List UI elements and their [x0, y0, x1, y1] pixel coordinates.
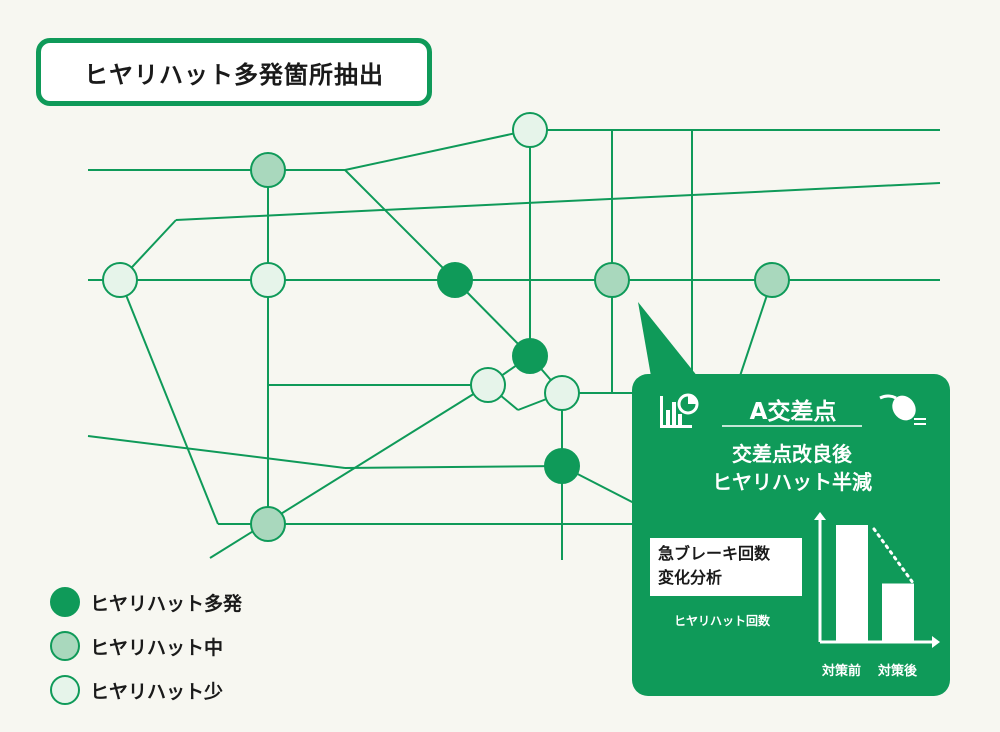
analysis-box: 急ブレーキ回数 変化分析	[650, 538, 802, 596]
chart-bar-0	[836, 525, 868, 642]
intersection-node-low	[544, 375, 580, 411]
chart-category-before: 対策前	[822, 664, 862, 679]
intersection-nodes	[102, 112, 790, 542]
page-title: ヒヤリハット多発箇所抽出	[36, 38, 432, 106]
intersection-node-high	[544, 448, 580, 484]
legend-label-mid: ヒヤリハット中	[90, 636, 224, 659]
subtitle-line-1: 交差点改良後	[732, 442, 852, 466]
intersection-node-low	[250, 262, 286, 298]
intersection-node-mid	[250, 152, 286, 188]
chart-bar-1	[882, 583, 914, 642]
intersection-node-low	[470, 367, 506, 403]
high-dot-icon	[50, 587, 80, 617]
chart-y-arrow	[814, 512, 826, 520]
callout-pointer	[638, 302, 702, 382]
hiyari-count-chart	[814, 512, 940, 648]
legend-item-high: ヒヤリハット多発	[50, 580, 242, 624]
legend-label-low: ヒヤリハット少	[90, 680, 224, 703]
chart-category-after: 対策後	[878, 664, 918, 679]
road	[209, 384, 489, 559]
mouse-icon	[879, 394, 926, 425]
analysis-line-2: 変化分析	[658, 568, 723, 587]
road	[344, 129, 531, 171]
legend: ヒヤリハット多発 ヒヤリハット中 ヒヤリハット少	[50, 580, 242, 712]
callout-subtitle: 交差点改良後 ヒヤリハット半減	[662, 440, 922, 496]
road	[175, 182, 941, 221]
callout-card	[632, 374, 950, 696]
chart-x-arrow	[932, 636, 940, 648]
chart-ylabel: ヒヤリハット回数	[674, 614, 771, 628]
road	[344, 169, 456, 281]
intersection-node-low	[102, 262, 138, 298]
legend-label-high: ヒヤリハット多発	[90, 592, 243, 615]
low-dot-icon	[50, 675, 80, 705]
road	[87, 435, 346, 469]
road	[119, 279, 219, 525]
intersection-node-mid	[250, 506, 286, 542]
mid-dot-icon	[50, 631, 80, 661]
road	[344, 465, 563, 469]
analysis-line-1: 急ブレーキ回数	[658, 544, 771, 563]
callout-title: A交差点	[749, 399, 837, 425]
subtitle-line-2: ヒヤリハット半減	[712, 470, 872, 494]
road-lines	[87, 129, 941, 560]
intersection-node-mid	[754, 262, 790, 298]
intersection-node-low	[512, 112, 548, 148]
chart-icon	[660, 393, 699, 428]
legend-item-low: ヒヤリハット少	[50, 668, 242, 712]
intersection-node-high	[437, 262, 473, 298]
legend-item-mid: ヒヤリハット中	[50, 624, 242, 668]
intersection-node-mid	[594, 262, 630, 298]
intersection-node-high	[512, 338, 548, 374]
